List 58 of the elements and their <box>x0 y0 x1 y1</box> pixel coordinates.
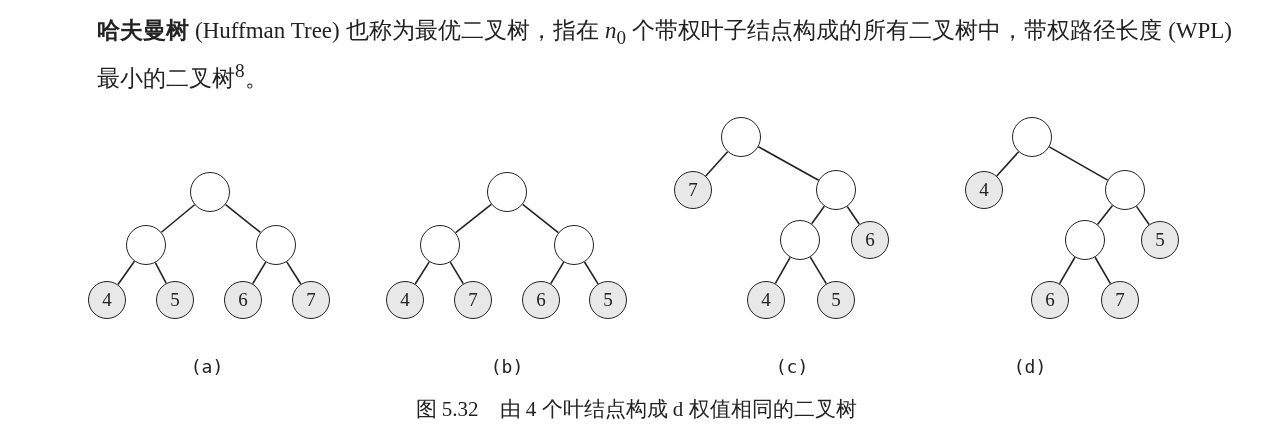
leaf-node: 7 <box>1101 281 1139 319</box>
tree-edge <box>224 203 262 234</box>
leaf-node: 5 <box>817 281 855 319</box>
tree-edge <box>550 261 565 285</box>
tree-edge <box>285 261 302 285</box>
paragraph: 哈夫曼树 (Huffman Tree) 也称为最优二叉树，指在 n$_{0}$ 个带权叶子结点构成的所有二叉树中，带权路径长度 (WPL) 最小的二叉树$^{8}$。 <box>97 17 1232 93</box>
tree-node <box>721 117 761 157</box>
subfigure-label: (d) <box>1013 356 1047 377</box>
leaf-node: 7 <box>292 281 330 319</box>
leaf-node: 4 <box>747 281 785 319</box>
tree-edge <box>449 261 465 285</box>
tree-edge <box>1048 146 1109 181</box>
tree-node <box>126 225 166 265</box>
tree-edge <box>252 261 267 285</box>
leaf-node: 6 <box>1031 281 1069 319</box>
tree-edge <box>154 261 167 284</box>
tree-edge <box>704 151 729 177</box>
tree-edge <box>1058 256 1076 285</box>
leaf-node: 4 <box>965 171 1003 209</box>
tree-edge <box>521 203 560 234</box>
tree-edge <box>846 205 861 226</box>
tree-edge <box>810 205 826 225</box>
tree-node <box>1065 220 1105 260</box>
tree-node <box>1012 117 1052 157</box>
tree-edge <box>757 145 820 182</box>
tree-node <box>487 172 527 212</box>
leaf-node: 7 <box>674 171 712 209</box>
subfigure-label: (a) <box>190 356 224 377</box>
leaf-node: 4 <box>386 281 424 319</box>
leaf-node: 5 <box>156 281 194 319</box>
tree-edge <box>454 203 493 234</box>
tree-node <box>190 172 230 212</box>
subfigure-label: (b) <box>490 356 524 377</box>
leaf-node: 5 <box>589 281 627 319</box>
leaf-node: 4 <box>88 281 126 319</box>
leaf-node: 6 <box>224 281 262 319</box>
tree-node <box>1105 170 1145 210</box>
tree-edge <box>809 256 827 285</box>
leaf-node: 7 <box>454 281 492 319</box>
leaf-node: 6 <box>522 281 560 319</box>
tree-edge <box>1094 256 1112 285</box>
leaf-node: 6 <box>851 221 889 259</box>
tree-node <box>816 170 856 210</box>
tree-edge <box>117 260 136 286</box>
tree-edge <box>414 261 431 285</box>
figure-caption: 图 5.32 由 4 个叶结点构成 d 权值相同的二叉树 <box>414 396 858 423</box>
subfigure-label: (c) <box>775 356 809 377</box>
tree-edge <box>1096 204 1114 226</box>
tree-edge <box>583 261 599 285</box>
tree-node <box>554 225 594 265</box>
tree-edge <box>774 256 791 285</box>
tree-edge <box>995 151 1020 177</box>
tree-edge <box>160 203 196 234</box>
tree-node <box>780 220 820 260</box>
tree-edge <box>1135 205 1150 226</box>
leaf-node: 5 <box>1141 221 1179 259</box>
tree-node <box>256 225 296 265</box>
tree-node <box>420 225 460 265</box>
